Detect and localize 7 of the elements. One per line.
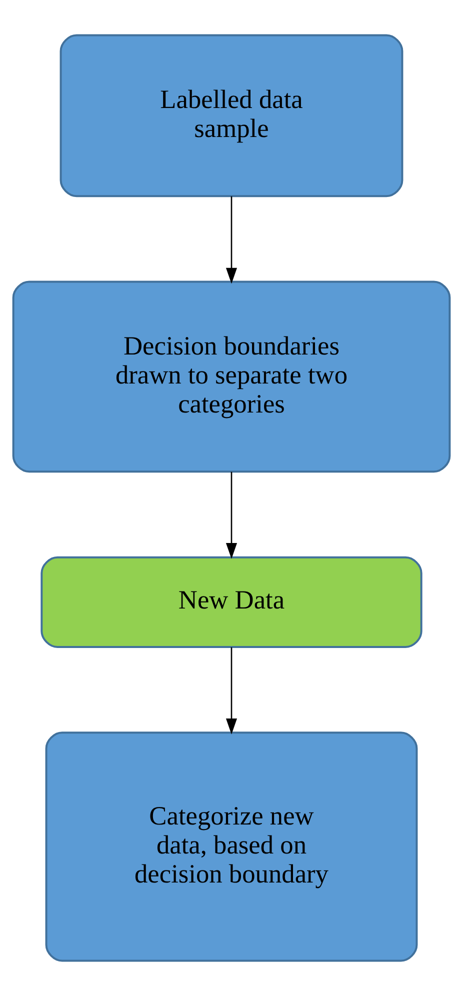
node-box: Labelled data sample xyxy=(60,34,404,198)
arrow xyxy=(226,647,238,734)
node-box: New Data xyxy=(40,556,422,648)
arrow xyxy=(226,472,238,559)
arrow xyxy=(226,196,238,284)
node-box: Categorize new data, based on decision boundary xyxy=(45,732,418,962)
node-box: Decision boundaries drawn to separate two categories xyxy=(12,280,451,473)
